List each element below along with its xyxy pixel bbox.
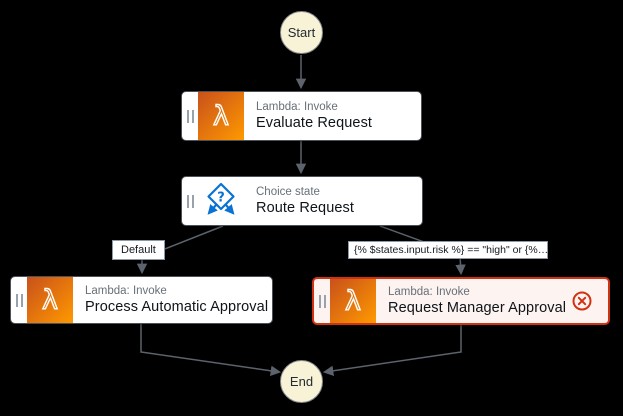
choice-state-icon: ?	[198, 177, 244, 225]
state-route-request[interactable]: ? Choice state Route Request	[181, 176, 423, 226]
edge-label-default: Default	[112, 240, 165, 260]
state-service-label: Lambda: Invoke	[256, 100, 338, 113]
svg-text:λ: λ	[213, 101, 229, 132]
end-node-label: End	[289, 374, 314, 389]
state-service-label: Choice state	[256, 185, 320, 198]
state-evaluate-request[interactable]: λ Lambda: Invoke Evaluate Request	[181, 91, 422, 141]
start-node: Start	[280, 11, 323, 54]
lambda-icon: λ	[330, 279, 376, 323]
drag-handle-icon[interactable]	[182, 92, 198, 140]
lambda-icon: λ	[27, 277, 73, 323]
drag-handle-icon[interactable]	[182, 177, 198, 225]
drag-handle-icon[interactable]	[11, 277, 27, 323]
drag-handle-icon[interactable]	[314, 279, 330, 323]
svg-text:λ: λ	[345, 286, 361, 317]
error-status-icon	[571, 290, 593, 312]
state-service-label: Lambda: Invoke	[388, 285, 470, 298]
end-node: End	[280, 360, 323, 403]
state-service-label: Lambda: Invoke	[85, 284, 167, 297]
svg-text:λ: λ	[42, 285, 58, 316]
state-title: Evaluate Request	[256, 115, 373, 132]
state-title: Process Automatic Approval	[85, 299, 269, 316]
state-process-automatic-approval[interactable]: λ Lambda: Invoke Process Automatic Appro…	[10, 276, 273, 324]
lambda-icon: λ	[198, 92, 244, 140]
edge-label-default-text: Default	[121, 244, 156, 256]
state-request-manager-approval[interactable]: λ Lambda: Invoke Request Manager Approva…	[312, 277, 610, 325]
state-title: Request Manager Approval	[388, 300, 565, 317]
state-title: Route Request	[256, 200, 355, 217]
svg-text:?: ?	[217, 191, 225, 206]
edge-label-condition: {% $states.input.risk %} == "high" or {%…	[348, 241, 548, 259]
edge-label-condition-text: {% $states.input.risk %} == "high" or {%…	[354, 244, 548, 256]
start-node-label: Start	[287, 25, 316, 40]
